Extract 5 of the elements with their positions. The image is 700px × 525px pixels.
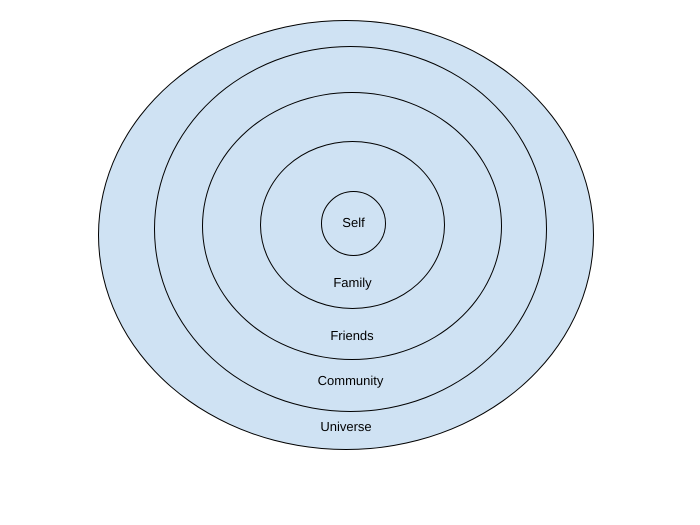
ring-label: Community: [318, 373, 384, 389]
ring-label: Family: [333, 275, 372, 291]
ring-label: Universe: [320, 419, 372, 435]
ring-label: Friends: [330, 328, 374, 344]
ring-label: Self: [342, 215, 365, 231]
